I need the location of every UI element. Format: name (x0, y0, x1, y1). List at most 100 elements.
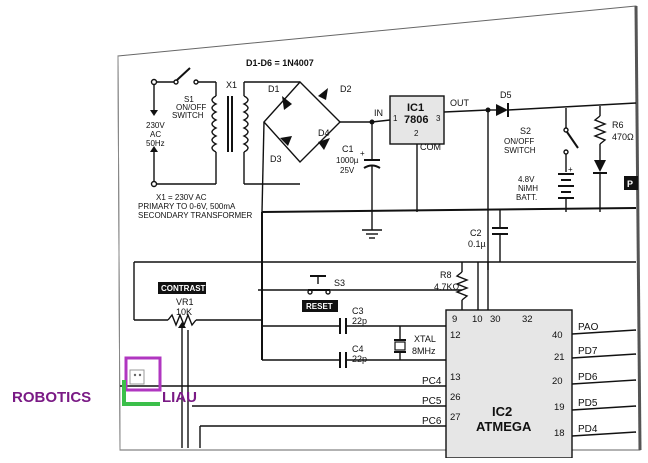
battery-voltage: 4.8V (518, 175, 535, 184)
resistor-r6-led: R6 470Ω P (593, 106, 638, 212)
s1-label: S1 (184, 95, 194, 104)
ic1-name: IC1 (407, 102, 424, 114)
c4-label: C4 (352, 344, 364, 354)
d2-label: D2 (340, 84, 352, 94)
reset-switch: S3 RESET (258, 275, 462, 312)
ic2-right-pin-18: 18 (554, 428, 565, 439)
reset-tag-text: RESET (306, 302, 333, 311)
ic2-right-pin-21: 21 (554, 352, 565, 363)
c2-label: C2 (470, 228, 482, 238)
battery-type: NiMH (518, 184, 538, 193)
ic2-part: ATMEGA (476, 419, 532, 434)
ic2-left-pin-12: 12 (450, 330, 461, 341)
r6-value: 470Ω (612, 132, 634, 142)
crystal-label: XTAL (414, 334, 436, 344)
ic2-atmega: 9 10 30 32 12 13 26 27 40 21 20 19 18 IC… (445, 309, 573, 459)
ic2-top-pin-30: 30 (490, 314, 501, 325)
s2-onoff: ON/OFF (504, 137, 534, 146)
c3-value: 22p (352, 316, 367, 326)
vr1-label: VR1 (176, 297, 194, 307)
ic2-left-pin-27: 27 (450, 412, 461, 423)
ic1-body (389, 95, 445, 145)
c3-label: C3 (352, 306, 364, 316)
reset-tag (302, 300, 338, 312)
bridge-rectifier: D1 D2 D3 D4 (261, 80, 372, 213)
contrast-pot: CONTRAST VR1 10K (134, 282, 262, 448)
transformer-note-3: SECONDARY TRANSFORMER (138, 211, 252, 220)
ic1-in-label: IN (374, 108, 383, 118)
svg-text:+: + (360, 149, 365, 158)
led-symbol (594, 160, 606, 172)
c2-value: 0.1µ (468, 239, 486, 249)
contrast-tag-text: CONTRAST (161, 284, 206, 293)
primary-ac: AC (150, 130, 161, 139)
s2-label: S2 (520, 126, 531, 136)
transformer-x1: X1 X1 = 230V AC PRIMARY TO 0-6V, 500mA S… (138, 80, 300, 220)
ic2-left-pin-13: 13 (450, 372, 461, 383)
vr1-value: 10K (176, 307, 192, 317)
port-pd6: PD6 (578, 372, 598, 383)
ic2-right-pin-40: 40 (552, 330, 563, 341)
s3-label: S3 (334, 278, 345, 288)
port-pc5: PC5 (422, 396, 442, 407)
output-rail: D5 (485, 90, 637, 270)
x1-label: X1 (226, 80, 237, 90)
right-port-lines: PAO PD7 PD6 PD5 PD4 (571, 322, 637, 437)
ic2-name: IC2 (492, 404, 512, 419)
oscillator-caps: C3 22p C4 22p XTAL 8MHz (262, 306, 446, 368)
diode-d3-symbol (280, 136, 292, 146)
s1-switch: SWITCH (172, 111, 204, 120)
c1-label: C1 (342, 144, 354, 154)
diode-d2-symbol (318, 88, 328, 100)
ic2-top-pin-9: 9 (452, 314, 457, 325)
ic2-body (445, 309, 573, 459)
d1-label: D1 (268, 84, 280, 94)
svg-text:+: + (568, 165, 573, 174)
edge-label-box (624, 176, 638, 190)
left-port-lines: PC4 PC5 PC6 (120, 376, 446, 448)
d3-label: D3 (270, 154, 282, 164)
battery: + 4.8V NiMH BATT. (516, 165, 574, 212)
r8-value: 4.7KΩ (434, 282, 460, 292)
diode-d1-symbol (282, 96, 292, 110)
logo-square (124, 356, 162, 392)
ic2-right-pin-19: 19 (554, 402, 565, 413)
resistor-r8: R8 4.7KΩ (434, 262, 489, 310)
ic1-pin1: 1 (393, 114, 398, 123)
port-pc4: PC4 (422, 376, 442, 387)
diode-d4-symbol (318, 138, 330, 150)
capacitor-c1: + C1 1000µ 25V (336, 119, 382, 239)
switch-s1: S1 ON/OFF SWITCH (156, 67, 216, 120)
port-pao: PAO (578, 322, 599, 333)
ic2-top-pin-10: 10 (472, 314, 483, 325)
port-pc6: PC6 (422, 416, 442, 427)
d5-label: D5 (500, 90, 512, 100)
d4-label: D4 (318, 128, 330, 138)
primary-freq: 50Hz (146, 139, 165, 148)
r8-label: R8 (440, 270, 452, 280)
ic1-part: 7806 (404, 114, 428, 126)
transformer-note-2: PRIMARY TO 0-6V, 500mA (138, 202, 236, 211)
s2-switch: SWITCH (504, 146, 536, 155)
ground-bus (261, 207, 637, 213)
paper-left-edge (117, 55, 121, 451)
logo-bracket (122, 380, 160, 406)
ic2-right-pin-20: 20 (552, 376, 563, 387)
port-pd5: PD5 (578, 398, 598, 409)
crystal-symbol (394, 341, 406, 351)
regulator-ic1: IN IC1 7806 1 3 2 COM OUT (371, 95, 489, 212)
transformer-note-1: X1 = 230V AC (156, 193, 207, 202)
paper-edge (634, 5, 642, 451)
robotics-liau-logo: ROBOTICS LIAU (12, 356, 197, 406)
logo-text-right: LIAU (162, 389, 197, 406)
edge-label: P (627, 179, 633, 189)
ic2-top-pin-32: 32 (522, 314, 533, 325)
ic1-pin3: 3 (436, 114, 441, 123)
port-pd7: PD7 (578, 346, 598, 357)
c4-value: 22p (352, 354, 367, 364)
c1-value: 1000µ (336, 156, 359, 165)
logo-text-left: ROBOTICS (12, 389, 91, 406)
switch-s2: S2 ON/OFF SWITCH (504, 108, 579, 172)
ic2-left-pin-26: 26 (450, 392, 461, 403)
